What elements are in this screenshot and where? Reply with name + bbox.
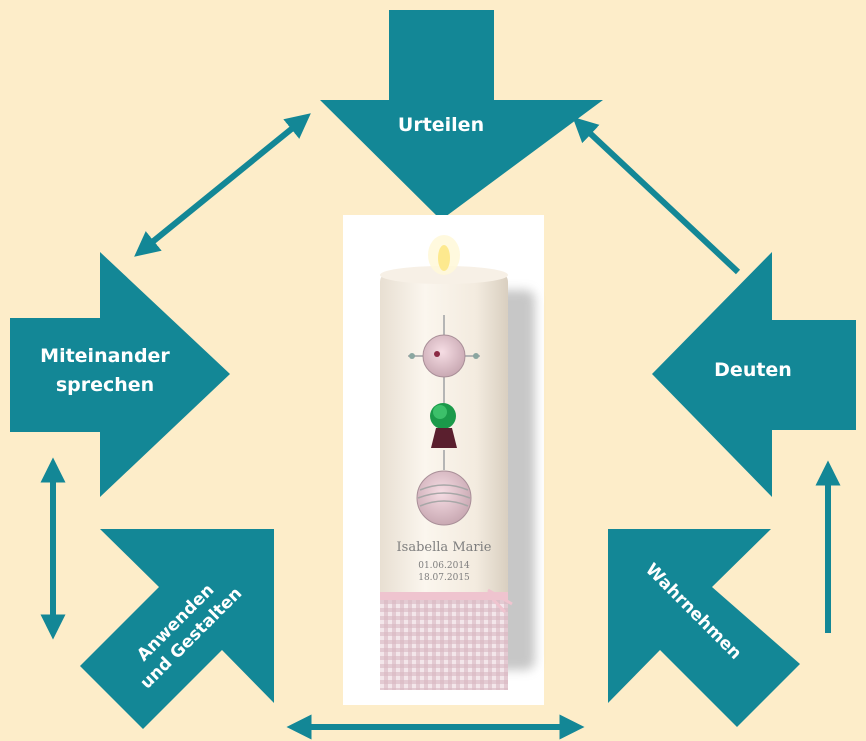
lower-disc bbox=[417, 471, 471, 525]
arrow-interpret-judge bbox=[578, 122, 738, 272]
label-interpret: Deuten bbox=[714, 359, 792, 381]
candle-date-1: 01.06.2014 bbox=[418, 561, 470, 571]
candle-photo: Isabella Marie 01.06.2014 18.07.2015 bbox=[343, 215, 544, 705]
label-judge: Urteilen bbox=[398, 114, 484, 136]
arrow-judge-talk bbox=[140, 118, 305, 252]
flame-icon bbox=[438, 245, 450, 271]
gingham-wrap bbox=[380, 598, 508, 690]
cross-dot bbox=[434, 351, 440, 357]
green-pompom-highlight bbox=[433, 405, 447, 419]
cross-end-left bbox=[409, 353, 415, 359]
candle-name: Isabella Marie bbox=[397, 540, 492, 555]
cross-end-right bbox=[473, 353, 479, 359]
label-talk-line2: sprechen bbox=[56, 374, 154, 396]
cross-disc bbox=[423, 335, 465, 377]
candle-date-2: 18.07.2015 bbox=[418, 573, 470, 583]
label-talk-line1: Miteinander bbox=[40, 345, 170, 367]
